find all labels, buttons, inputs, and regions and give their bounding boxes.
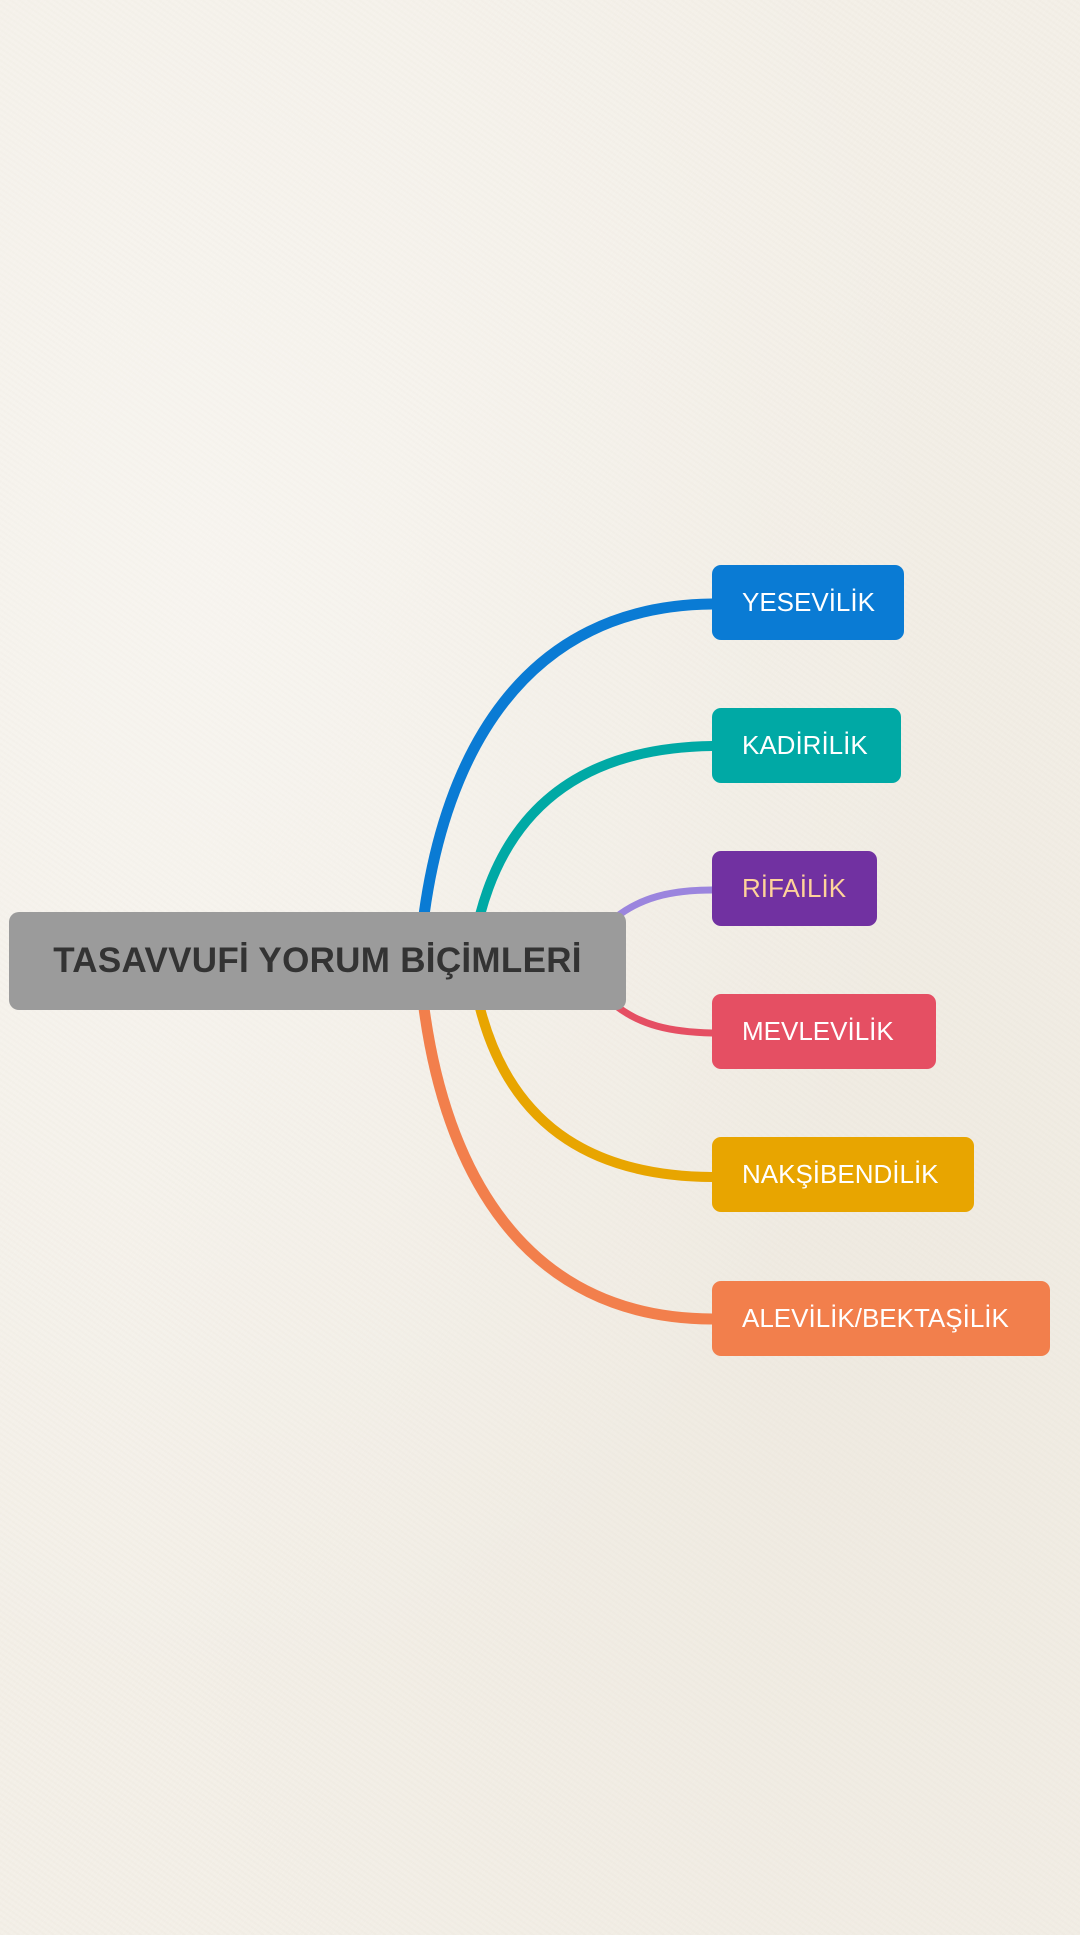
branch-label: ALEVİLİK/BEKTAŞİLİK [742, 1303, 1009, 1333]
branch-label: MEVLEVİLİK [742, 1016, 894, 1046]
branch-node-mevlevilik[interactable]: MEVLEVİLİK [712, 994, 936, 1069]
link-mevlevilik [611, 1001, 716, 1037]
link-alevilik [418, 1002, 718, 1325]
branch-label: KADİRİLİK [742, 730, 868, 760]
branch-label: YESEVİLİK [742, 587, 875, 617]
link-kadirilik [475, 741, 717, 920]
branch-node-yesevilik[interactable]: YESEVİLİK [712, 565, 904, 640]
branch-label: RİFAİLİK [742, 873, 847, 903]
branch-node-naksibendilik[interactable]: NAKŞİBENDİLİK [712, 1137, 974, 1212]
branch-label: NAKŞİBENDİLİK [742, 1159, 939, 1189]
link-rifailik [611, 886, 716, 922]
branch-node-rifailik[interactable]: RİFAİLİK [712, 851, 877, 926]
branch-node-alevilik-bektasilik[interactable]: ALEVİLİK/BEKTAŞİLİK [712, 1281, 1050, 1356]
central-topic-node[interactable]: TASAVVUFİ YORUM BİÇİMLERİ [9, 912, 626, 1010]
branch-node-kadirilik[interactable]: KADİRİLİK [712, 708, 901, 783]
central-topic-label: TASAVVUFİ YORUM BİÇİMLERİ [53, 941, 582, 980]
link-yesevilik [418, 598, 718, 921]
link-naksibendilik [475, 1003, 717, 1182]
